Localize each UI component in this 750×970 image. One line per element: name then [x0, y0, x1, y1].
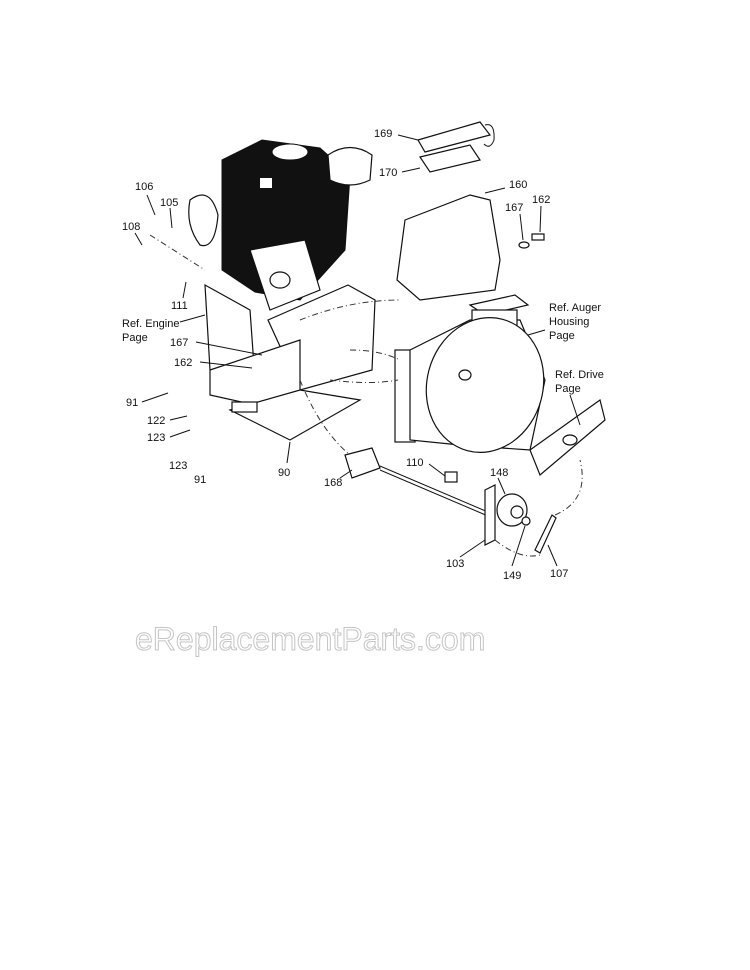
- callout-123b: 123: [169, 460, 187, 472]
- callout-148: 148: [490, 467, 508, 479]
- callout-110: 110: [406, 457, 424, 469]
- callout-106: 106: [135, 181, 153, 193]
- callout-105: 105: [160, 197, 178, 209]
- ref-auger-line2: Housing: [549, 316, 589, 328]
- callout-168: 168: [324, 477, 342, 489]
- ref-drive-line1: Ref. Drive: [555, 369, 604, 381]
- callout-91b: 91: [194, 474, 206, 486]
- chute-housing: [396, 121, 545, 301]
- ref-drive-line2: Page: [555, 383, 581, 395]
- callout-111: 111: [171, 300, 188, 312]
- engine: [188, 139, 373, 311]
- callout-169: 169: [374, 128, 392, 140]
- callout-162-left: 162: [174, 357, 192, 369]
- callout-167-left: 167: [170, 337, 188, 349]
- callout-90: 90: [278, 467, 290, 479]
- leader-lines: [134, 134, 581, 567]
- callout-170: 170: [379, 167, 397, 179]
- callout-122: 122: [147, 415, 165, 427]
- drive-parts: [344, 447, 557, 554]
- frame: [204, 283, 376, 441]
- ref-engine-line1: Ref. Engine: [122, 318, 179, 330]
- callout-107: 107: [550, 568, 568, 580]
- callout-103: 103: [446, 558, 464, 570]
- callout-91a: 91: [126, 397, 138, 409]
- ref-engine-line2: Page: [122, 332, 148, 344]
- callout-108: 108: [122, 221, 140, 233]
- callout-162-right: 162: [532, 194, 550, 206]
- callout-149: 149: [503, 570, 521, 582]
- watermark: eReplacementParts.com: [135, 621, 485, 657]
- auger-housing: [394, 294, 546, 453]
- ref-auger-line3: Page: [549, 330, 575, 342]
- callouts: 169 170 160 167 162 106 105 108 111 167 …: [122, 128, 604, 582]
- ref-auger-line1: Ref. Auger: [549, 302, 601, 314]
- callout-167-right: 167: [505, 202, 523, 214]
- drive-bracket: [529, 398, 606, 476]
- callout-123a: 123: [147, 432, 165, 444]
- callout-160: 160: [509, 179, 527, 191]
